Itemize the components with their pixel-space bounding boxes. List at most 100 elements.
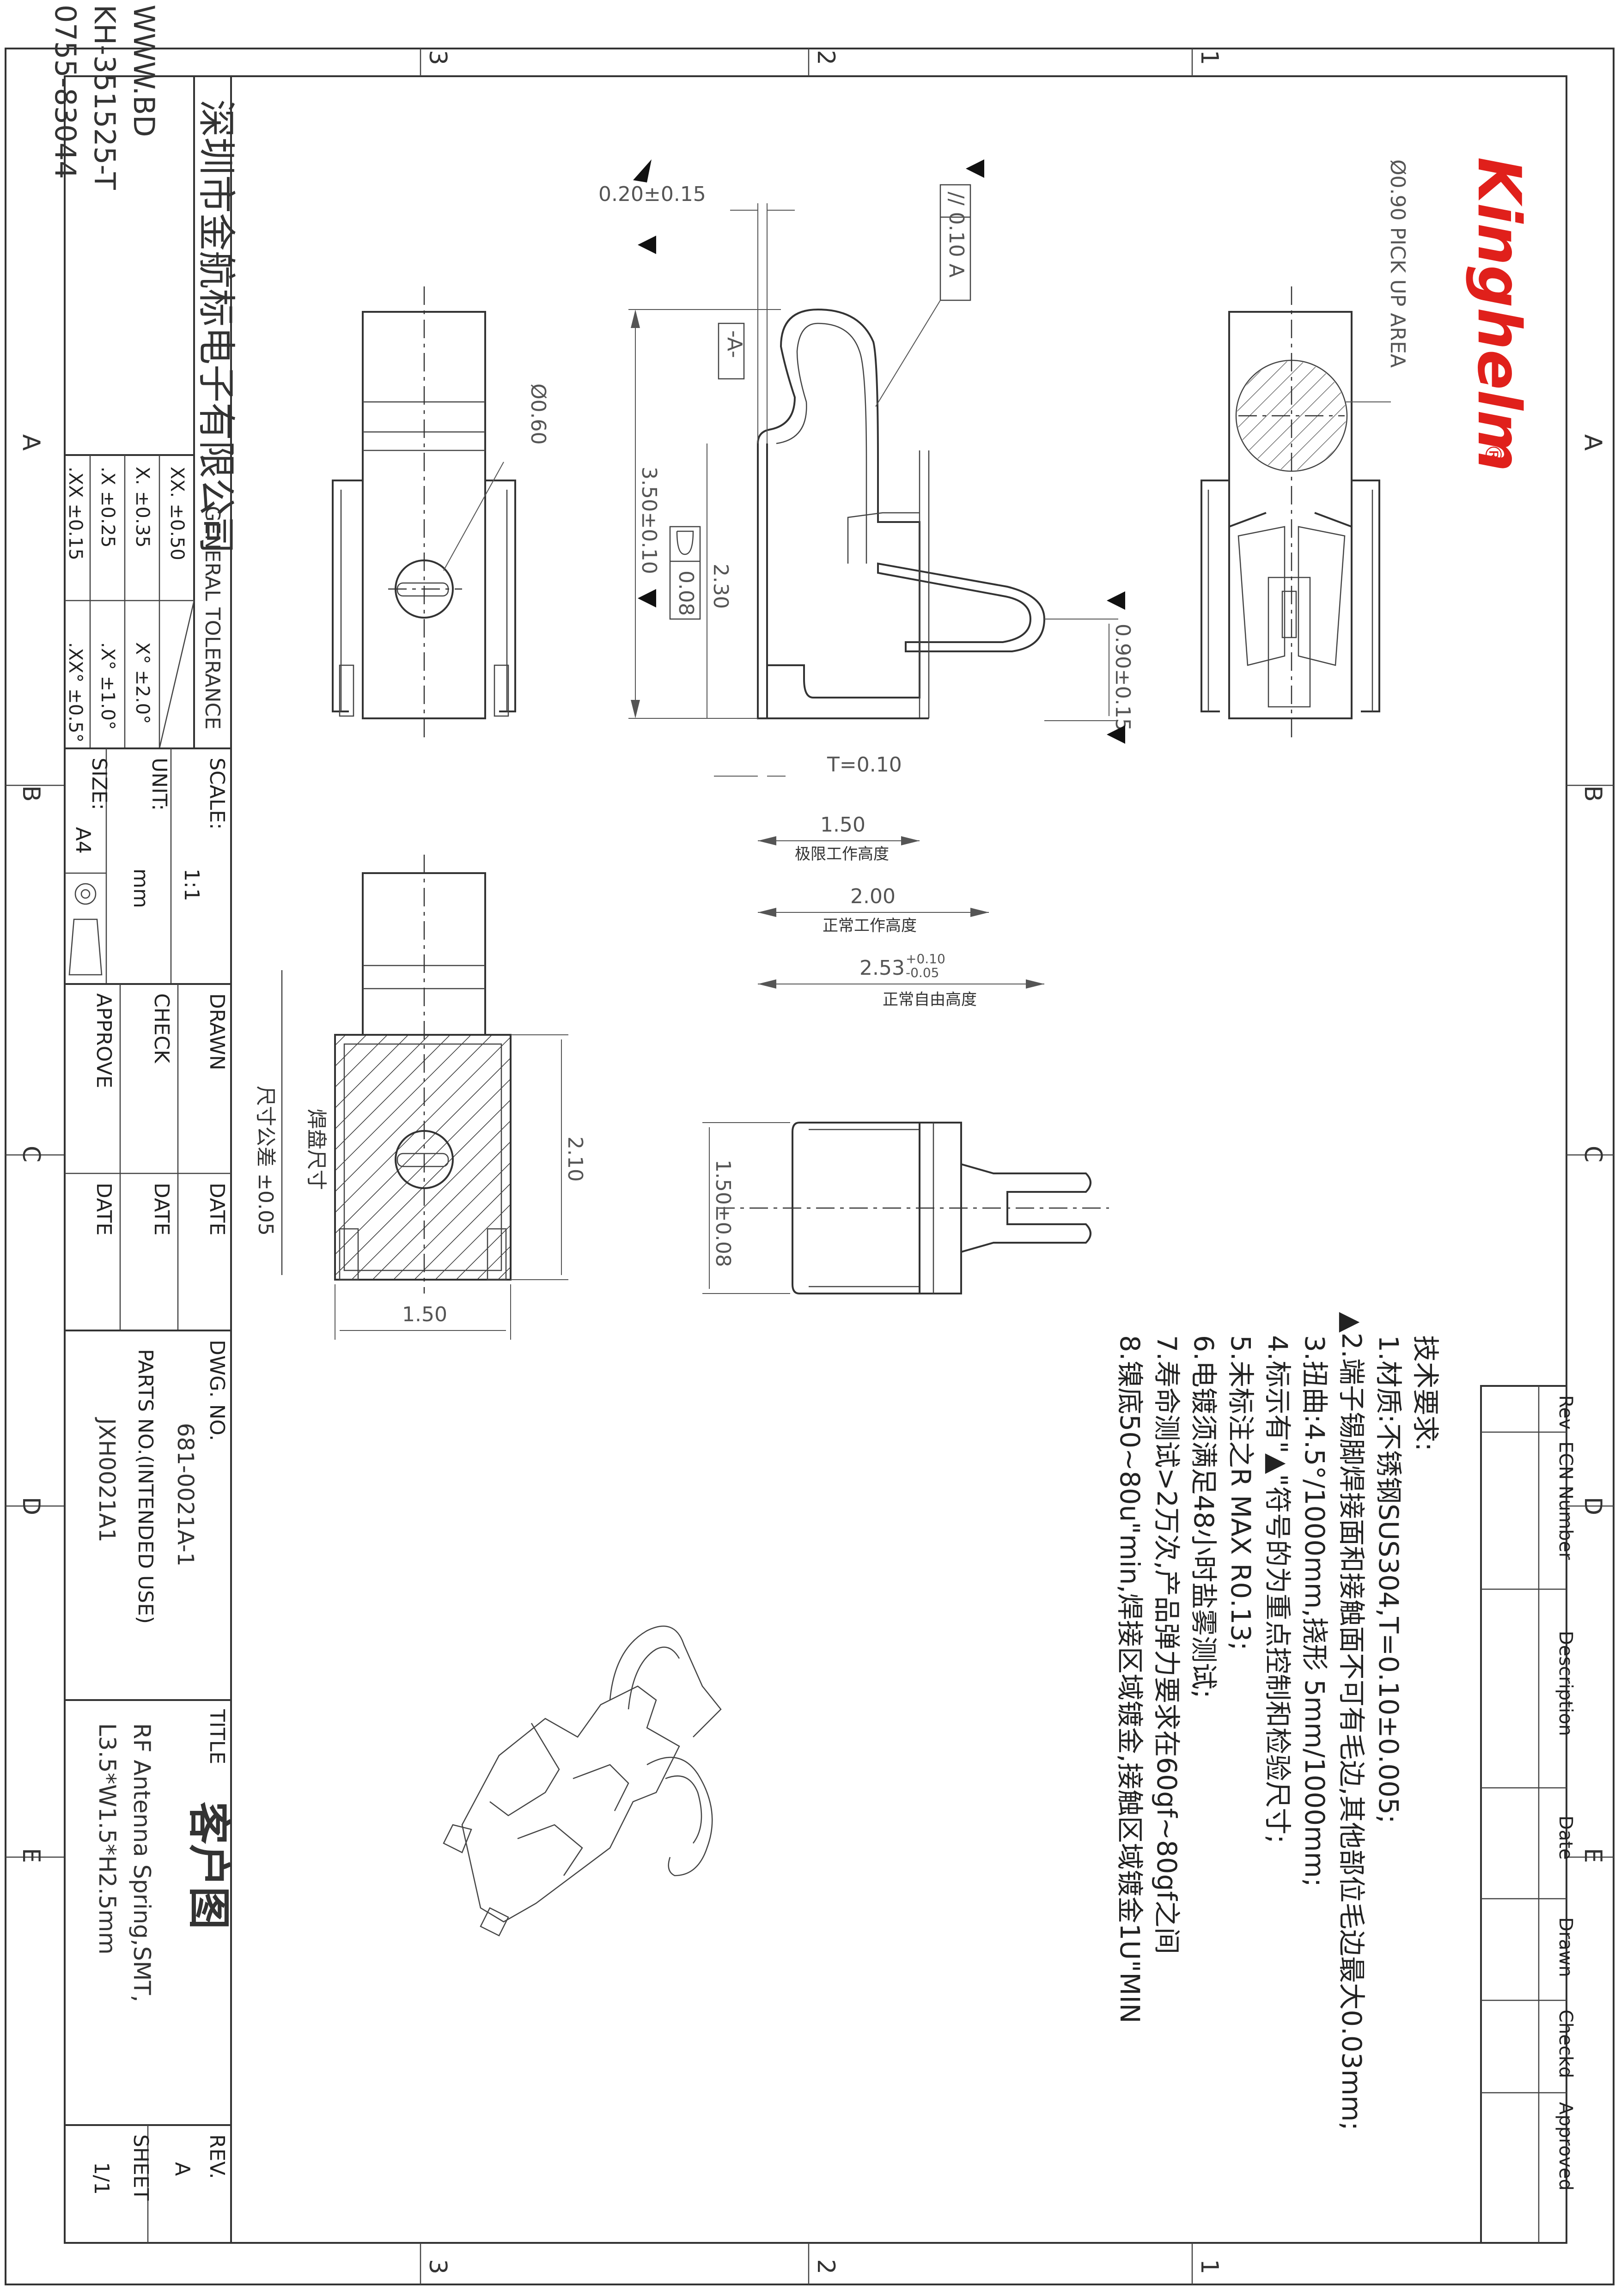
approved-header: Approved xyxy=(1555,2102,1576,2191)
free-dim: 2.53 xyxy=(859,956,905,980)
tech-note-7: 7.寿命测试>2万次,产品弹力要求在60gf~80gf之间 xyxy=(1151,1335,1182,1954)
tech-note-6: 6.电镀须满足48小时盐雾测试; xyxy=(1188,1335,1219,1699)
pad-width-dim: 1.50 xyxy=(402,1303,447,1326)
description-header: Description xyxy=(1555,1631,1576,1736)
zone-top-1: 1 xyxy=(1195,50,1223,65)
zone-side-d-r: D xyxy=(1579,1497,1607,1515)
rev-value: A xyxy=(171,2162,194,2176)
zone-side-a-r: A xyxy=(1579,434,1607,451)
tol-row2-a: X. ±0.35 xyxy=(132,467,153,547)
tech-note-5: 5.未标注之R MAX R0.13; xyxy=(1225,1335,1256,1651)
zone-top-2: 2 xyxy=(812,50,840,65)
flat-tol: 0.08 xyxy=(674,571,698,616)
tech-note-1: 1.材质:不锈钢SUS304,T=0.10±0.005; xyxy=(1373,1335,1404,1823)
spring-arm xyxy=(877,562,1046,652)
title-block: 深圳市金航标电子有限公司 GENERAL TOLERANCE XX. ±0.50… xyxy=(64,75,238,2244)
drawn-label: DRAWN xyxy=(205,993,229,1070)
tech-note-3: 3.扭曲:4.5°/1000mm,挠形 5mm/1000mm; xyxy=(1299,1335,1330,1887)
tolerance-note: 尺寸公差 ±0.05 xyxy=(254,1086,277,1236)
ecn-header: ECN Number xyxy=(1555,1441,1576,1560)
limit-label: 极限工作高度 xyxy=(795,845,889,863)
zone-side-e: E xyxy=(17,1848,45,1863)
spring-dim: 0.90±0.15 xyxy=(1111,624,1134,731)
isometric-view xyxy=(443,1625,722,1937)
dwg-label: DWG. NO. xyxy=(205,1340,229,1441)
header-partno: KH-351525-T xyxy=(88,5,122,190)
pad-height-dim: 2.10 xyxy=(563,1136,587,1182)
brand-logo-reg: ® xyxy=(1480,443,1506,466)
unit-value: mm xyxy=(129,869,152,908)
tech-note-2: ▲2.端子锡脚焊接面和接触面不可有毛边,其他部位毛边最大0.03mm; xyxy=(1336,1312,1367,2131)
free-tol-dn: -0.05 xyxy=(906,965,939,980)
solder-size-label: 焊盘尺寸 xyxy=(305,1109,328,1190)
header-web: WWW.BD xyxy=(127,5,161,137)
normal-label: 正常工作高度 xyxy=(823,917,917,935)
front-view: 1.50±0.08 xyxy=(702,1122,1109,1294)
h2-dim: 2.30 xyxy=(709,564,732,609)
spring-outline-outer xyxy=(757,308,920,719)
sheet-label: SHEET xyxy=(129,2134,152,2201)
tol-row4-a: .XX ±0.15 xyxy=(65,467,86,560)
tech-note-4: 4.标示有"▲"符号的为重点控制和检验尺寸; xyxy=(1262,1335,1293,1844)
zone-side-c: C xyxy=(17,1146,45,1162)
sheet-value: 1/1 xyxy=(90,2162,113,2195)
tol-row4-b: .XX° ±0.5° xyxy=(65,642,86,742)
title-line2: L3.5*W1.5*H2.5mm xyxy=(94,1723,121,1955)
projection-symbol-cone xyxy=(68,918,103,976)
revision-table: Rev ECN Number Description Date Drawn Ch… xyxy=(1480,1385,1576,2244)
zone-bot-1: 1 xyxy=(1195,2259,1223,2274)
zone-top-3: 3 xyxy=(424,50,451,65)
zone-side-e-r: E xyxy=(1579,1848,1607,1863)
normal-dim: 2.00 xyxy=(850,885,896,908)
size-label: SIZE: xyxy=(87,758,111,810)
drawn-header: Drawn xyxy=(1555,1917,1576,1977)
title-line1: RF Antenna Spring,SMT, xyxy=(128,1723,155,2002)
pad-view: 2.10 1.50 焊盘尺寸 尺寸公差 ±0.05 xyxy=(254,855,587,1340)
limit-dim: 1.50 xyxy=(820,813,865,837)
height-dim: 3.50±0.10 xyxy=(637,467,661,574)
top-view: Ø0.60 xyxy=(332,286,550,739)
free-tol-up: +0.10 xyxy=(906,951,945,966)
hole-dim: Ø0.60 xyxy=(526,383,550,445)
company-name: 深圳市金航标电子有限公司 xyxy=(194,99,238,554)
dwg-value: 681-0021A-1 xyxy=(172,1423,198,1567)
zone-bot-3: 3 xyxy=(424,2259,451,2274)
tech-notes-title: 技术要求: xyxy=(1410,1335,1441,1452)
tech-note-8: 8.镍底50~80u"min,焊接区域镀金,接触区域镀金1U"MIN xyxy=(1114,1335,1146,2023)
size-value: A4 xyxy=(71,827,95,854)
general-tolerance-title: GENERAL TOLERANCE xyxy=(201,506,224,729)
scale-label: SCALE: xyxy=(205,758,229,830)
checkd-header: Checkd xyxy=(1555,2010,1576,2078)
check-date-label: DATE xyxy=(150,1183,173,1235)
approve-date-label: DATE xyxy=(92,1183,116,1235)
tol-row3-b: .X° ±1.0° xyxy=(97,642,118,730)
scale-value: 1:1 xyxy=(180,869,203,901)
sheet-frame xyxy=(5,48,1615,2285)
parts-value: JXH0021A1 xyxy=(94,1417,120,1543)
zone-markers: 3 2 1 3 2 1 A B C D E A B C D E xyxy=(6,49,1614,2284)
unit-label: UNIT: xyxy=(147,758,171,811)
parallel-tol: // 0.10 A xyxy=(945,192,968,278)
zone-side-d: D xyxy=(17,1497,45,1515)
side-view: 3.50±0.10 2.30 0.20±0.15 -A- // 0.10 A 0… xyxy=(598,159,1134,1009)
projection-symbol-circle xyxy=(74,883,97,905)
date-header: Date xyxy=(1555,1816,1576,1860)
zone-side-b: B xyxy=(17,785,45,802)
approve-label: APPROVE xyxy=(92,993,116,1088)
free-label: 正常自由高度 xyxy=(883,990,977,1009)
zone-side-c-r: C xyxy=(1579,1146,1607,1162)
header-contact: 0755-83044 KH-351525-T WWW.BD xyxy=(49,5,161,190)
pickup-view: Ø0.90 PICK UP AREA xyxy=(1201,159,1409,739)
parts-label: PARTS NO.(INTENDED USE) xyxy=(134,1349,157,1624)
gap-dim: 0.20±0.15 xyxy=(598,182,706,206)
check-label: CHECK xyxy=(150,993,173,1063)
drawn-date-label: DATE xyxy=(205,1183,229,1235)
solder-pad xyxy=(334,1034,512,1281)
rev-header: Rev xyxy=(1555,1395,1576,1429)
side-width-dim: 1.50±0.08 xyxy=(711,1160,735,1267)
tech-notes: 技术要求: 1.材质:不锈钢SUS304,T=0.10±0.005; ▲2.端子… xyxy=(1114,1312,1441,2131)
tol-row2-b: X° ±2.0° xyxy=(132,642,153,724)
pickup-dim: Ø0.90 PICK UP AREA xyxy=(1386,159,1409,368)
tol-row3-a: .X ±0.25 xyxy=(97,467,118,547)
